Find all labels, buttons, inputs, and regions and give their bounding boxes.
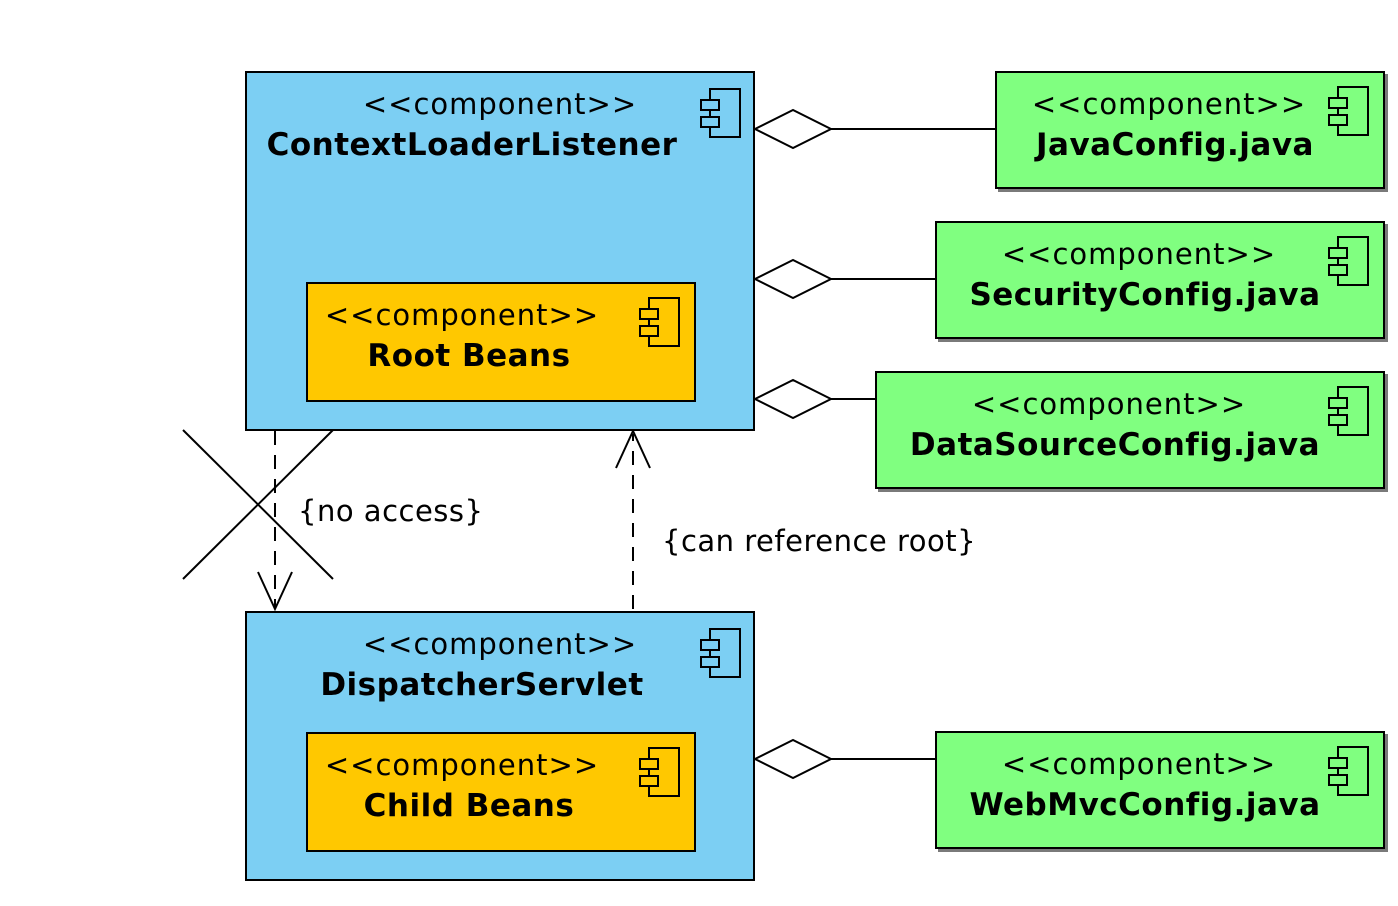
component-icon (1328, 236, 1369, 286)
aggregation-diamond-icon (752, 258, 834, 300)
component-name: ContextLoaderListener (266, 127, 678, 163)
aggregation-datasourceconfig (752, 378, 875, 420)
component-name: DispatcherServlet (320, 667, 644, 703)
datasourceconfig-component[interactable]: <<component>> DataSourceConfig.java (875, 371, 1385, 489)
component-icon (1328, 86, 1369, 136)
stereotype-label: <<component>> (1001, 747, 1277, 781)
aggregation-javaconfig (752, 108, 995, 150)
stereotype-label: <<component>> (362, 87, 638, 121)
child-beans-component[interactable]: <<component>> Child Beans (306, 732, 696, 852)
aggregation-securityconfig (752, 258, 935, 300)
open-arrowhead-icon (615, 428, 651, 469)
context-loader-listener-component[interactable]: <<component>> ContextLoaderListener <<co… (245, 71, 755, 431)
stereotype-label: <<component>> (971, 387, 1247, 421)
component-name: JavaConfig.java (1036, 127, 1314, 163)
javaconfig-component[interactable]: <<component>> JavaConfig.java (995, 71, 1385, 189)
dependency-can-reference-root (615, 428, 651, 609)
stereotype-label: <<component>> (1031, 87, 1307, 121)
no-access-label: {no access} (298, 494, 484, 528)
component-icon (700, 88, 741, 138)
aggregation-diamond-icon (752, 108, 834, 150)
root-beans-component[interactable]: <<component>> Root Beans (306, 282, 696, 402)
aggregation-diamond-icon (752, 378, 834, 420)
open-arrowhead-icon (257, 571, 293, 612)
securityconfig-component[interactable]: <<component>> SecurityConfig.java (935, 221, 1385, 339)
component-name: DataSourceConfig.java (909, 427, 1321, 463)
stereotype-label: <<component>> (1001, 237, 1277, 271)
aggregation-diamond-icon (752, 738, 834, 780)
component-name: Root Beans (367, 338, 571, 374)
stereotype-label: <<component>> (362, 627, 638, 661)
component-icon (700, 628, 741, 678)
dependency-no-access (182, 429, 334, 612)
stereotype-label: <<component>> (324, 748, 600, 782)
component-icon (639, 297, 680, 347)
webmvcconfig-component[interactable]: <<component>> WebMvcConfig.java (935, 731, 1385, 849)
component-name: WebMvcConfig.java (969, 787, 1321, 823)
cross-mark-icon (182, 429, 334, 580)
stereotype-label: <<component>> (324, 298, 600, 332)
aggregation-webmvcconfig (752, 738, 935, 780)
component-icon (1328, 386, 1369, 436)
component-name: SecurityConfig.java (969, 277, 1321, 313)
component-icon (639, 747, 680, 797)
can-reference-root-label: {can reference root} (662, 524, 977, 558)
component-icon (1328, 746, 1369, 796)
dispatcher-servlet-component[interactable]: <<component>> DispatcherServlet <<compon… (245, 611, 755, 881)
component-name: Child Beans (363, 788, 575, 824)
